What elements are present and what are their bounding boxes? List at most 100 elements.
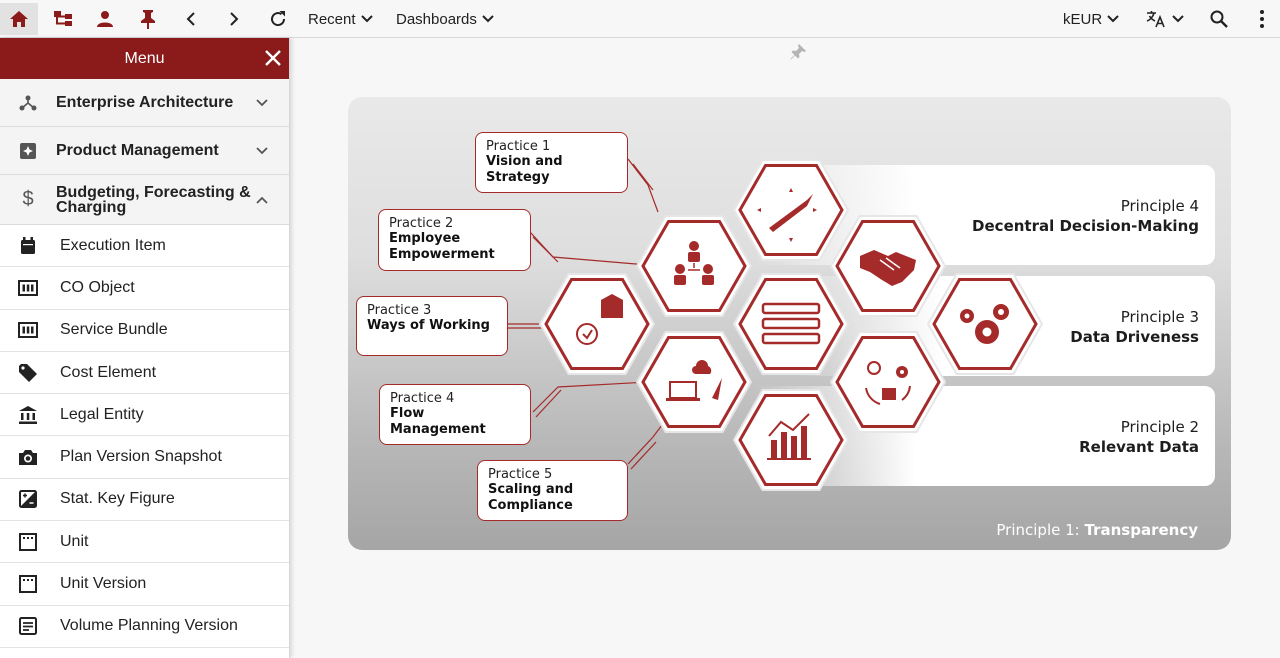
principle-label: Principle 3 — [1120, 308, 1199, 326]
principle-1-title: Transparency — [1084, 521, 1199, 539]
hex-flow-management — [635, 330, 753, 434]
handshake-icon — [860, 250, 916, 286]
chevron-down-icon — [360, 15, 373, 23]
more-button[interactable] — [1252, 3, 1272, 35]
refresh-icon — [271, 11, 286, 27]
top-toolbar: Recent Dashboards kEUR — [0, 0, 1280, 38]
menu-group-product-management[interactable]: Product Management — [0, 127, 289, 175]
search-icon — [1210, 10, 1228, 28]
menu-item-plan-version-snapshot[interactable]: Plan Version Snapshot — [0, 436, 289, 479]
menu-item-execution-item[interactable]: Execution Item — [0, 225, 289, 268]
translate-icon — [1146, 11, 1165, 28]
search-button[interactable] — [1206, 3, 1232, 35]
hex-vision-strategy — [732, 158, 850, 262]
pin-icon[interactable] — [789, 43, 807, 61]
practice-4-box: Practice 4 Flow Management — [379, 384, 531, 445]
unit-icon — [18, 532, 38, 552]
practice-3-box: Practice 3 Ways of Working — [356, 296, 508, 356]
package-chat-icon — [576, 294, 623, 345]
principle-1-label: Principle 1: — [996, 521, 1080, 539]
menu-item-label: Service Bundle — [60, 321, 168, 339]
back-icon — [186, 12, 195, 26]
list-icon — [18, 616, 38, 636]
menu-item-label: Stat. Key Figure — [60, 490, 175, 508]
hex-relevant-data — [829, 330, 947, 434]
principle-title: Relevant Data — [1079, 438, 1199, 456]
dashboards-dropdown[interactable]: Dashboards — [396, 3, 494, 35]
more-vert-icon — [1260, 10, 1264, 28]
recent-dropdown[interactable]: Recent — [308, 3, 373, 35]
gears-icon — [960, 304, 1009, 344]
menu-item-label: CO Object — [60, 278, 135, 296]
menu-item-label: Volume Planning Version — [60, 617, 238, 635]
menu-item-legal-entity[interactable]: Legal Entity — [0, 394, 289, 437]
back-button[interactable] — [178, 3, 204, 35]
menu-item-label: Execution Item — [60, 236, 166, 254]
dollar-icon: $ — [22, 188, 34, 210]
practice-name: Ways of Working — [367, 318, 490, 333]
sidebar-menu: Menu Enterprise Architecture Product Man… — [0, 38, 290, 658]
currency-dropdown[interactable]: kEUR — [1063, 3, 1119, 35]
dashboards-label: Dashboards — [396, 10, 477, 28]
idea-process-icon — [865, 361, 911, 405]
user-icon — [97, 11, 113, 27]
close-icon[interactable] — [263, 48, 283, 68]
principle-4-text: Principle 4 Decentral Decision-Making — [972, 197, 1199, 235]
hex-decision — [829, 214, 947, 318]
menu-item-stat-key-figure[interactable]: Stat. Key Figure — [0, 478, 289, 522]
menu-item-co-object[interactable]: CO Object — [0, 267, 289, 310]
practice-number: Practice 1 — [486, 139, 551, 154]
practice-number: Practice 5 — [488, 467, 553, 482]
unit-icon — [18, 574, 38, 594]
forward-button[interactable] — [221, 3, 247, 35]
practice-name: Scaling and Compliance — [488, 482, 574, 513]
forward-icon — [230, 12, 239, 26]
hex-ways-of-working — [538, 272, 656, 376]
menu-item-unit-version[interactable]: Unit Version — [0, 563, 289, 606]
menu-item-volume-planning-version[interactable]: Volume Planning Version — [0, 605, 289, 648]
principle-2-text: Principle 2 Relevant Data — [1079, 418, 1199, 456]
practice-2-box: Practice 2 Employee Empowerment — [378, 209, 531, 271]
hierarchy-icon — [54, 11, 72, 26]
menu-item-unit[interactable]: Unit — [0, 521, 289, 564]
menu-item-cost-element[interactable]: Cost Element — [0, 351, 289, 395]
principle-label: Principle 4 — [1120, 197, 1199, 215]
principle-title: Decentral Decision-Making — [972, 217, 1199, 235]
menu-group-budgeting[interactable]: $ Budgeting, Forecasting & Charging — [0, 175, 289, 225]
connector-lines — [508, 158, 669, 470]
user-button[interactable] — [90, 3, 120, 35]
laptop-cloud-rocket-icon — [666, 360, 722, 401]
hex-data-driveness — [926, 272, 1044, 376]
menu-item-label: Unit Version — [60, 575, 147, 593]
practice-name: Employee Empowerment — [389, 231, 495, 262]
refresh-button[interactable] — [264, 3, 292, 35]
product-icon — [17, 140, 39, 162]
menu-group-label: Budgeting, Forecasting & Charging — [56, 183, 251, 216]
pin-button[interactable] — [133, 3, 163, 35]
menu-item-service-bundle[interactable]: Service Bundle — [0, 309, 289, 352]
chevron-down-icon — [256, 98, 268, 106]
calendar-icon — [18, 236, 38, 256]
menu-item-label: Legal Entity — [60, 405, 144, 423]
tag-icon — [18, 363, 38, 383]
chevron-down-icon — [1172, 15, 1184, 23]
language-dropdown[interactable] — [1144, 3, 1186, 35]
practice-5-box: Practice 5 Scaling and Compliance — [477, 460, 628, 521]
chevron-down-icon — [1107, 15, 1119, 23]
menu-title: Menu — [124, 49, 165, 67]
practice-name: Vision and Strategy — [486, 154, 563, 185]
practice-number: Practice 3 — [367, 303, 432, 318]
principle-label: Principle 2 — [1120, 418, 1199, 436]
hexagon-grid — [508, 158, 1044, 492]
menu-item-label: Cost Element — [60, 363, 157, 381]
menu-group-label: Enterprise Architecture — [56, 94, 234, 111]
menu-item-label: Unit — [60, 532, 89, 550]
calculator-icon — [18, 489, 38, 509]
home-button[interactable] — [0, 3, 38, 35]
rocket-icon — [757, 188, 817, 242]
hierarchy-button[interactable] — [48, 3, 78, 35]
team-icon — [674, 241, 714, 285]
bar-chart-icon — [767, 413, 811, 460]
hex-empowerment — [635, 214, 753, 318]
menu-group-enterprise-architecture[interactable]: Enterprise Architecture — [0, 79, 289, 127]
